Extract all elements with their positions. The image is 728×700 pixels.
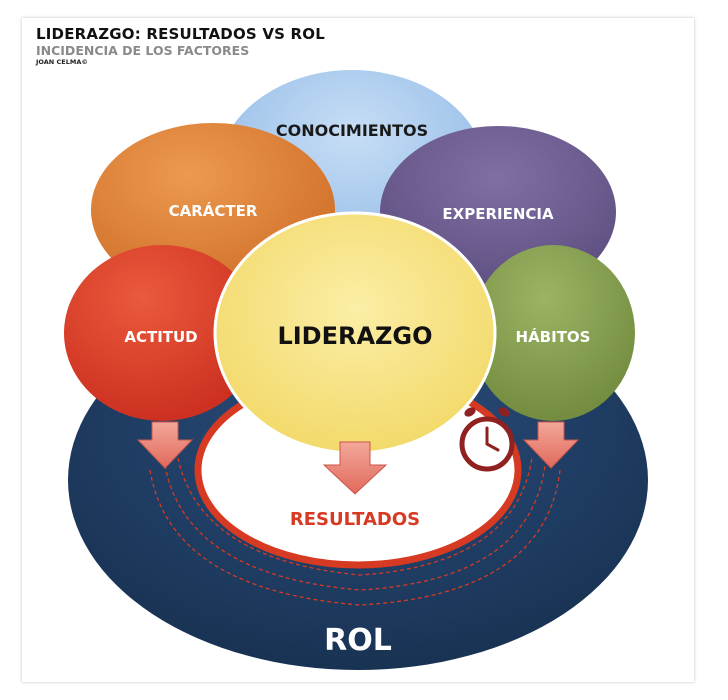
alarm-clock-icon <box>459 407 515 472</box>
actitud-label: ACTITUD <box>124 328 197 346</box>
diagram-title: LIDERAZGO: RESULTADOS VS ROL <box>36 25 326 43</box>
caracter-label: CARÁCTER <box>169 201 258 220</box>
arrow-right <box>522 421 580 469</box>
arrow-center <box>322 441 388 495</box>
actitud-ellipse <box>64 245 260 421</box>
experiencia-label: EXPERIENCIA <box>442 205 554 223</box>
habitos-label: HÁBITOS <box>516 327 591 346</box>
rol-label: ROL <box>324 623 392 658</box>
resultados-label: RESULTADOS <box>290 509 420 530</box>
conocimientos-label: CONOCIMIENTOS <box>276 121 428 140</box>
header: LIDERAZGO: RESULTADOS VS ROL INCIDENCIA … <box>36 26 325 67</box>
orbit-lines <box>149 457 561 606</box>
arrow-left <box>136 421 194 469</box>
habitos-ellipse <box>471 245 635 421</box>
liderazgo-label: LIDERAZGO <box>277 322 432 350</box>
diagram-subtitle: INCIDENCIA DE LOS FACTORES <box>36 43 250 58</box>
author-credit: JOAN CELMA© <box>36 58 88 66</box>
